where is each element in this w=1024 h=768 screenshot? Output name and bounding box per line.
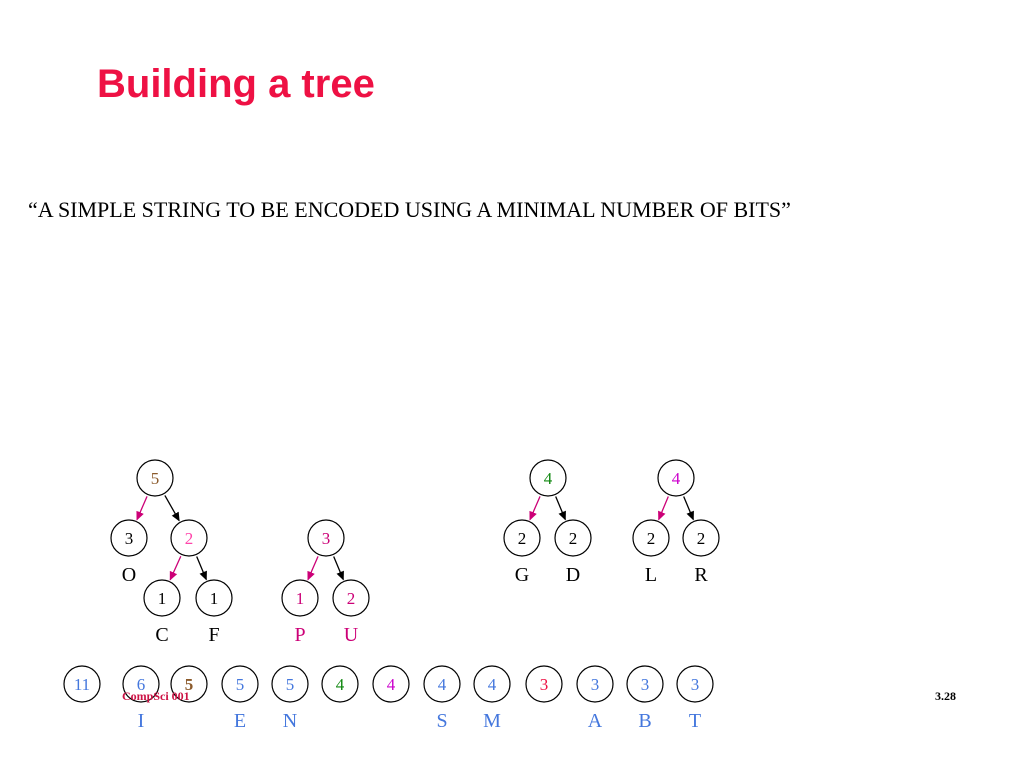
tree-5-o-c-f-node-4-circle xyxy=(195,579,233,617)
tree-4-g-d-edge-0 xyxy=(529,496,541,521)
tree-4-l-r-edge-1 xyxy=(683,496,694,521)
queue-node-0-circle xyxy=(63,665,101,703)
tree-5-o-c-f-node-0-value: 5 xyxy=(151,469,160,488)
queue-label-3: E xyxy=(234,710,246,732)
queue-node-2-value: 5 xyxy=(185,675,194,694)
tree-4-l-r-node-2-circle xyxy=(682,519,720,557)
queue-label-10: A xyxy=(588,710,603,732)
queue-node-11-value: 3 xyxy=(641,675,650,694)
queue-label-11: B xyxy=(638,710,651,732)
tree-3-p-u-edge-0 xyxy=(307,556,319,581)
tree-5-o-c-f-node-3-value: 1 xyxy=(158,589,167,608)
tree-5-o-c-f-edge-0 xyxy=(136,496,148,521)
queue-node-8-circle xyxy=(473,665,511,703)
tree-4-l-r-node-1-value: 2 xyxy=(647,529,656,548)
tree-3-p-u-node-2-value: 2 xyxy=(347,589,356,608)
tree-4-l-r-node-0-value: 4 xyxy=(672,469,681,488)
queue-node-1-value: 6 xyxy=(137,675,146,694)
tree-3-p-u-edge-1 xyxy=(333,556,344,581)
tree-5-o-c-f-edge-1 xyxy=(164,495,180,522)
queue-node-1-circle xyxy=(122,665,160,703)
queue-node-7-value: 4 xyxy=(438,675,447,694)
tree-5-o-c-f-leaf-label-1: O xyxy=(122,564,136,586)
tree-3-p-u-leaf-label-1: P xyxy=(294,624,305,646)
tree-5-o-c-f-node-2-value: 2 xyxy=(185,529,194,548)
tree-3-p-u-node-1-value: 1 xyxy=(296,589,305,608)
queue-node-9-value: 3 xyxy=(540,675,549,694)
queue-node-12-circle xyxy=(676,665,714,703)
tree-5-o-c-f-node-2-circle xyxy=(170,519,208,557)
queue-label-1: I xyxy=(138,710,145,732)
tree-3-p-u-node-2-circle xyxy=(332,579,370,617)
queue-node-11-circle xyxy=(626,665,664,703)
queue-node-5-value: 4 xyxy=(336,675,345,694)
queue-node-10-circle xyxy=(576,665,614,703)
queue-node-4-value: 5 xyxy=(286,675,295,694)
queue-node-5-circle xyxy=(321,665,359,703)
tree-3-p-u-node-0-circle xyxy=(307,519,345,557)
tree-5-o-c-f-node-1-circle xyxy=(110,519,148,557)
tree-3-p-u-node-1-circle xyxy=(281,579,319,617)
tree-5-o-c-f-leaf-label-3: C xyxy=(155,624,168,646)
encoded-string: “A SIMPLE STRING TO BE ENCODED USING A M… xyxy=(28,197,791,222)
tree-3-p-u-leaf-label-2: U xyxy=(344,624,359,646)
tree-4-l-r-leaf-label-1: L xyxy=(645,564,657,586)
queue-node-0-value: 11 xyxy=(74,675,90,694)
queue-node-2-circle xyxy=(170,665,208,703)
tree-3-p-u-node-0-value: 3 xyxy=(322,529,331,548)
tree-4-g-d-node-0-value: 4 xyxy=(544,469,553,488)
queue-node-8-value: 4 xyxy=(488,675,497,694)
tree-4-l-r-node-2-value: 2 xyxy=(697,529,706,548)
queue-node-10-value: 3 xyxy=(591,675,600,694)
tree-4-g-d-node-2-circle xyxy=(554,519,592,557)
tree-5-o-c-f-leaf-label-4: F xyxy=(208,624,219,646)
tree-4-g-d-node-0-circle xyxy=(529,459,567,497)
queue-node-4-circle xyxy=(271,665,309,703)
queue-label-4: N xyxy=(283,710,297,732)
tree-5-o-c-f-node-4-value: 1 xyxy=(210,589,219,608)
tree-5-o-c-f-edge-3 xyxy=(196,556,207,581)
course-footer: CompSci 001 xyxy=(122,689,190,703)
page-number: 3.28 xyxy=(935,689,956,703)
queue-label-7: S xyxy=(436,710,447,732)
tree-4-g-d-leaf-label-1: G xyxy=(515,564,529,586)
tree-4-g-d-node-1-circle xyxy=(503,519,541,557)
tree-5-o-c-f-node-3-circle xyxy=(143,579,181,617)
queue-node-6-value: 4 xyxy=(387,675,396,694)
tree-4-l-r-node-1-circle xyxy=(632,519,670,557)
queue-node-9-circle xyxy=(525,665,563,703)
slide-title: Building a tree xyxy=(97,62,375,106)
queue-node-12-value: 3 xyxy=(691,675,700,694)
tree-4-g-d-leaf-label-2: D xyxy=(566,564,580,586)
queue-node-7-circle xyxy=(423,665,461,703)
queue-node-3-circle xyxy=(221,665,259,703)
tree-4-l-r-edge-0 xyxy=(658,496,669,521)
tree-4-g-d-edge-1 xyxy=(555,496,566,521)
tree-4-g-d-node-2-value: 2 xyxy=(569,529,578,548)
tree-5-o-c-f-edge-2 xyxy=(169,555,182,581)
queue-label-8: M xyxy=(483,710,501,732)
tree-4-l-r-node-0-circle xyxy=(657,459,695,497)
tree-5-o-c-f-node-1-value: 3 xyxy=(125,529,134,548)
queue-node-6-circle xyxy=(372,665,410,703)
tree-4-l-r-leaf-label-2: R xyxy=(694,564,708,586)
tree-5-o-c-f-node-0-circle xyxy=(136,459,174,497)
queue-label-12: T xyxy=(689,710,701,732)
tree-4-g-d-node-1-value: 2 xyxy=(518,529,527,548)
queue-node-3-value: 5 xyxy=(236,675,245,694)
